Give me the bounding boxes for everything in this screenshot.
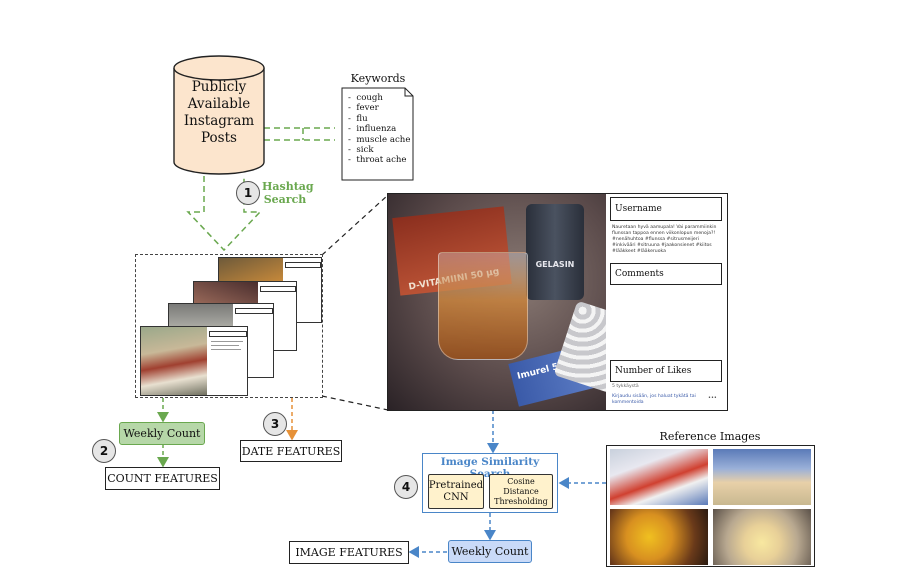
weekly-count-green: Weekly Count — [119, 422, 205, 445]
pretrained-cnn-box: Pretrained CNN — [428, 474, 484, 509]
database-cylinder — [173, 55, 265, 175]
post-photo: D-VITAMIINI 50 µg GELASIN Imurel 50 mg — [388, 194, 606, 410]
reference-images-grid — [606, 445, 815, 567]
count-features-box: COUNT FEATURES — [105, 467, 220, 490]
reference-image-1 — [610, 449, 708, 505]
step-4-badge: 4 — [394, 475, 418, 499]
image-similarity-search: Image Similarity Search Pretrained CNN C… — [422, 453, 558, 513]
keyword-item: influenza — [356, 124, 397, 135]
collage-post-1 — [140, 326, 248, 396]
post-footer[interactable]: Kirjaudu sisään, jos haluat tykätä tai k… — [612, 394, 696, 405]
keyword-item: sick — [356, 145, 374, 156]
post-caption: Nauretaan hyvä aamupala! Vai parammiinki… — [612, 225, 717, 254]
note-outline — [341, 87, 414, 181]
date-features-box: DATE FEATURES — [240, 440, 342, 462]
reference-image-3 — [610, 509, 708, 565]
hashtag-search-label: Hashtag Search — [262, 180, 314, 206]
database-label: Publicly Available Instagram Posts — [183, 79, 255, 146]
username-field: Username — [610, 197, 722, 221]
zoom-line-bottom — [321, 395, 389, 411]
reference-image-4 — [713, 509, 811, 565]
keywords-list: - cough - fever - flu - influenza - musc… — [348, 93, 411, 166]
hashtag-search-arrow — [186, 176, 262, 252]
keyword-item: flu — [356, 113, 368, 124]
db-keyword-link — [264, 127, 335, 141]
likes-field: Number of Likes — [610, 360, 722, 382]
step-2-badge: 2 — [92, 439, 116, 463]
step-3-badge: 3 — [263, 412, 287, 436]
keyword-item: throat ache — [356, 155, 407, 166]
instagram-post-card: D-VITAMIINI 50 µg GELASIN Imurel 50 mg U… — [387, 193, 728, 411]
keyword-item: muscle ache — [356, 134, 411, 145]
image-features-box: IMAGE FEATURES — [289, 541, 409, 564]
keywords-title: Keywords — [350, 72, 406, 85]
reference-image-2 — [713, 449, 811, 505]
step-1-badge: 1 — [236, 181, 260, 205]
photo-text-gelasin: GELASIN — [535, 260, 575, 269]
likes-count: 5 tykkäystä — [612, 384, 639, 389]
comments-field: Comments — [610, 263, 722, 285]
more-options-icon[interactable]: ••• — [708, 395, 717, 401]
zoom-line-top — [321, 194, 389, 256]
weekly-count-blue: Weekly Count — [448, 540, 532, 563]
cosine-thresholding-box: Cosine Distance Thresholding — [489, 474, 553, 509]
reference-images-title: Reference Images — [659, 430, 761, 443]
keyword-item: fever — [356, 103, 379, 114]
keyword-item: cough — [356, 93, 383, 103]
